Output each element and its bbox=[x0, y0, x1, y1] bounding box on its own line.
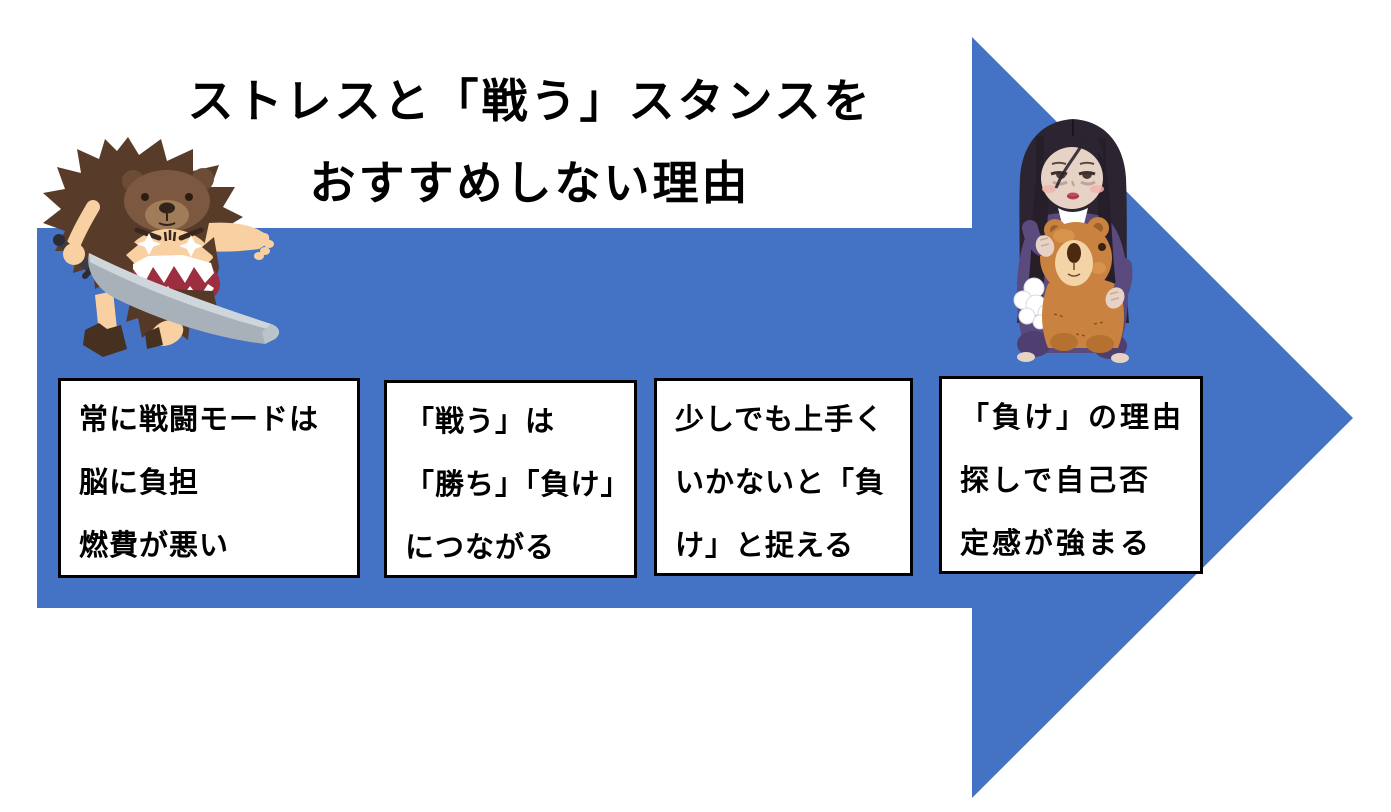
reason-box-line: 脳に負担 bbox=[79, 467, 200, 499]
bear-hood bbox=[122, 168, 214, 232]
reason-box-line: 探しで自己否 bbox=[960, 465, 1152, 497]
caveman-right-arm bbox=[203, 222, 274, 260]
girl-hair-front bbox=[1047, 120, 1104, 189]
reason-box-line: につながる bbox=[405, 532, 556, 564]
sad-girl-teddy-bear-illustration bbox=[1013, 119, 1133, 363]
reason-box-line: 「勝ち」「負け」 bbox=[405, 469, 631, 501]
reason-box-line: 燃費が悪い bbox=[79, 530, 230, 562]
girl-face bbox=[1041, 147, 1104, 209]
page-title: ストレスと「戦う」スタンスを おすすめしない理由 bbox=[90, 60, 970, 224]
title-line-1: ストレスと「戦う」スタンスを bbox=[187, 75, 873, 127]
reason-box-line: いかないと「負 bbox=[675, 467, 886, 499]
sword-blade bbox=[88, 253, 280, 344]
reason-box-line: 常に戦闘モードは bbox=[79, 404, 320, 436]
reason-box-line: 「戦う」は bbox=[405, 406, 556, 438]
reason-box-4: 「負け」の理由 探しで自己否 定感が強まる bbox=[939, 376, 1203, 574]
reason-box-2: 「戦う」は 「勝ち」「負け」 につながる bbox=[384, 380, 637, 578]
reason-box-line: 「負け」の理由 bbox=[960, 402, 1185, 434]
reason-box-line: 少しでも上手く bbox=[675, 404, 885, 436]
reason-box-3: 少しでも上手く いかないと「負 け」と捉える bbox=[654, 378, 913, 576]
caveman-fist bbox=[63, 243, 85, 265]
girl-arms bbox=[1022, 220, 1133, 309]
reason-box-line: 定感が強まる bbox=[960, 528, 1153, 560]
reason-box-line: け」と捉える bbox=[675, 530, 855, 562]
title-line-2: おすすめしない理由 bbox=[309, 157, 751, 209]
reason-box-1: 常に戦闘モードは 脳に負担 燃費が悪い bbox=[58, 378, 360, 578]
caveman-warrior-illustration bbox=[43, 137, 280, 357]
teddy-bear bbox=[1040, 217, 1124, 353]
